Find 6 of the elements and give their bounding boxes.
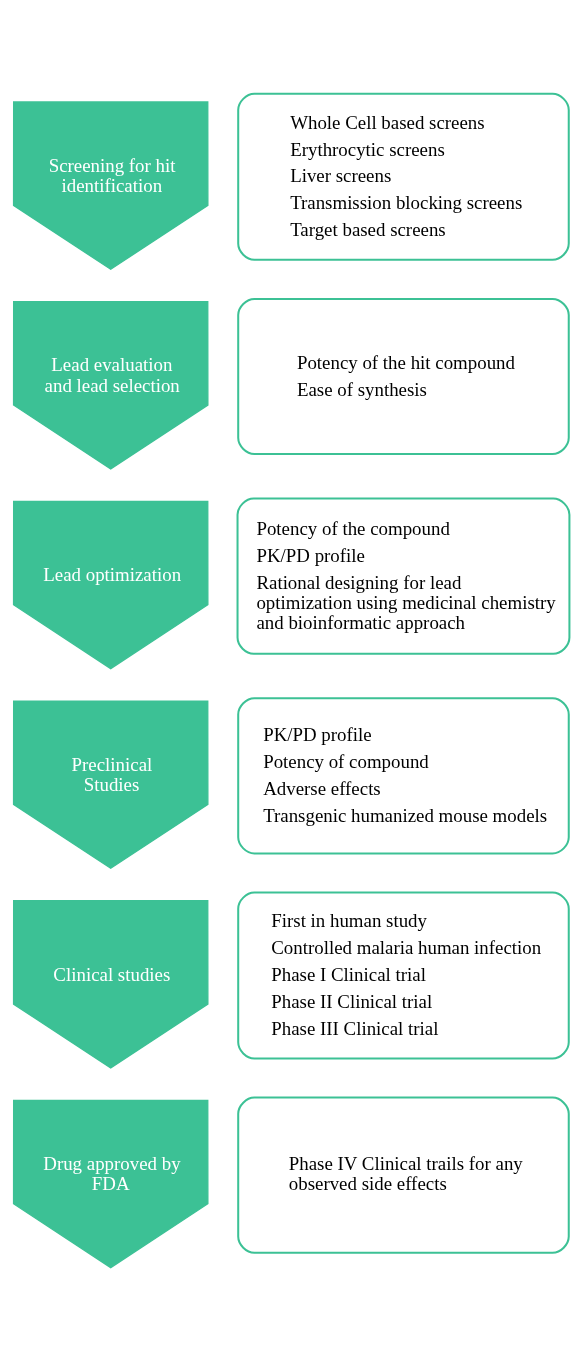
node-box: Whole Cell based screens Erythrocytic screens Liver screens Transmission blocking screens Target based screens (237, 92, 570, 261)
node-box: First in human study Controlled malaria human infection Phase I Clinical trial Phase II Clinical trial Phase III Clinical trial (237, 891, 570, 1059)
node-box: Phase IV Clinical trails for any observed side effects (237, 1096, 570, 1254)
node-box: PK/PD profile Potency of compound Adverse effects Transgenic humanized mouse models (237, 696, 570, 854)
node-box: Potency of the compound PK/PD profile Rational designing for lead optimization using medicinal chemistry and bioinformatic approach (236, 497, 571, 655)
node-box: Potency of the hit compound Ease of synthesis (237, 297, 570, 455)
